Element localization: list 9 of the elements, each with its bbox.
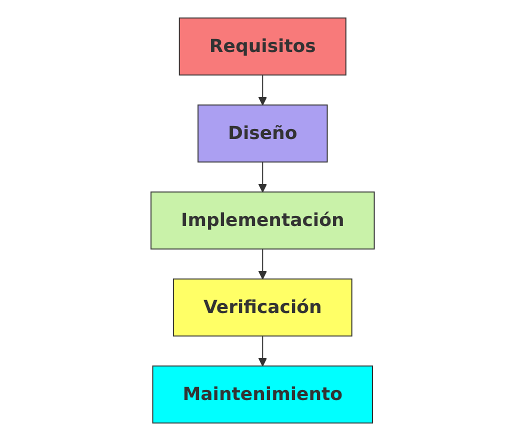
node-box: Verificación xyxy=(173,278,353,336)
arrow xyxy=(258,335,268,366)
node-box: Maintenimiento xyxy=(152,365,374,423)
node-box: Implementación xyxy=(150,191,376,249)
node-box: Diseño xyxy=(198,104,328,162)
node-box: Requisitos xyxy=(179,17,347,75)
arrow xyxy=(258,161,268,192)
arrow xyxy=(258,248,268,279)
arrow xyxy=(258,74,268,105)
